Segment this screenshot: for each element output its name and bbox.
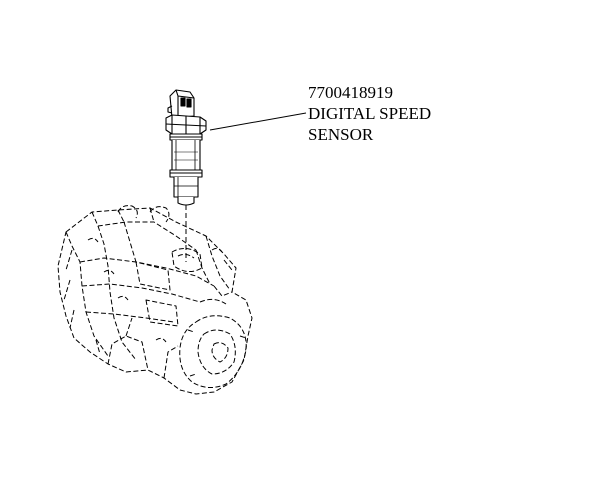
speed-sensor-icon (165, 89, 207, 206)
part-name-line-1: DIGITAL SPEED (308, 104, 432, 123)
part-callout: 7700418919 DIGITAL SPEED SENSOR (308, 82, 588, 145)
part-number-label: 7700418919 (308, 83, 393, 102)
callout-leader-line (209, 112, 307, 131)
part-name-line-2: SENSOR (308, 125, 374, 144)
gearbox-housing-icon (57, 205, 253, 395)
